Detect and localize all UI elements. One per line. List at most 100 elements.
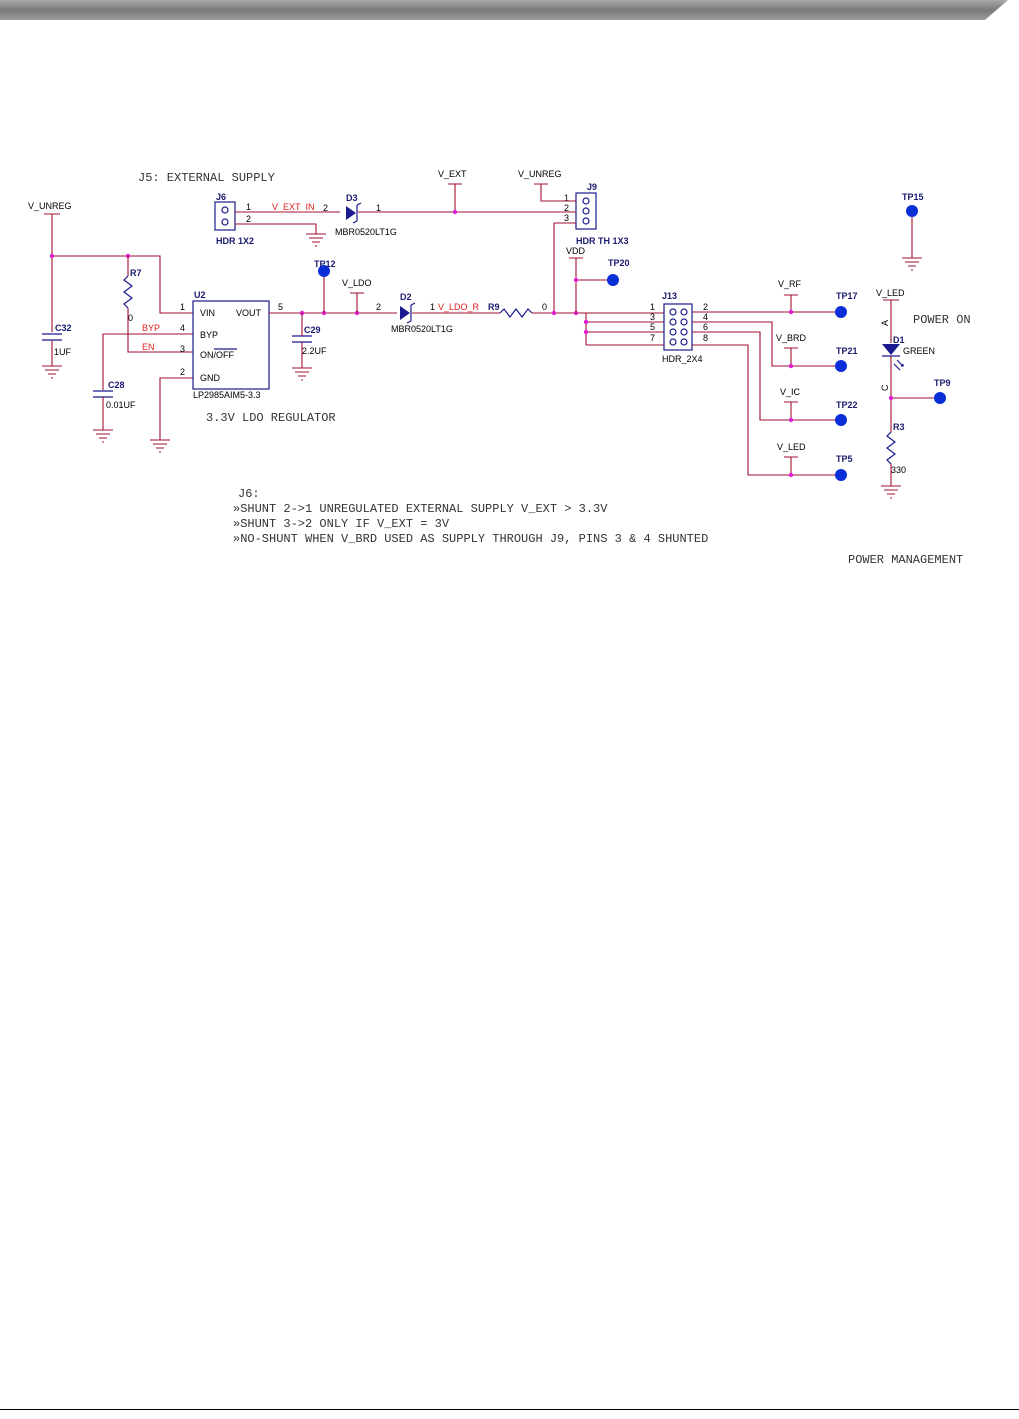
c29-ref: C29 <box>304 325 321 335</box>
tp12-test-point <box>318 265 330 277</box>
junction <box>49 253 55 259</box>
u2-pin1-num: 1 <box>180 302 185 312</box>
net-vdd: VDD <box>566 246 586 256</box>
net-v-rf: V_RF <box>778 279 802 289</box>
net-v-ext: V_EXT <box>438 169 467 179</box>
u2-pin-onoff: ON/OFF <box>200 350 234 360</box>
j9-header: J9 HDR TH 1X3 1 2 3 <box>564 182 629 246</box>
c28-capacitor: C28 0.01UF <box>93 380 136 410</box>
c32-ref: C32 <box>55 323 72 333</box>
net-v-ldo-r: V_LDO_R <box>438 302 480 312</box>
tp21-test-point <box>835 360 847 372</box>
d3-value: MBR0520LT1G <box>335 227 397 237</box>
net-v-unreg-left: V_UNREG <box>28 201 72 211</box>
j9-pin2: 2 <box>564 203 569 213</box>
u2-ref: U2 <box>194 290 206 300</box>
c32-value: 1UF <box>54 347 72 357</box>
tp5-test-point <box>835 469 847 481</box>
j13-pin3: 3 <box>650 312 655 322</box>
ground-symbol <box>306 233 326 247</box>
tp9-test-point <box>934 392 946 404</box>
junction <box>452 209 458 215</box>
footer-rule <box>0 1409 1019 1410</box>
tp17-test-point <box>835 306 847 318</box>
j13-ref: J13 <box>662 291 677 301</box>
u2-pin-vin: VIN <box>200 308 215 318</box>
r3-value: 330 <box>891 465 906 475</box>
tp12-ref: TP12 <box>314 259 336 269</box>
junction <box>788 417 794 423</box>
r7-resistor: R7 0 <box>123 268 142 323</box>
junction <box>573 277 579 283</box>
d3-pin1: 1 <box>376 203 381 213</box>
net-v-ldo: V_LDO <box>342 278 372 288</box>
j13-pin7: 7 <box>650 333 655 343</box>
d1-anode-label: A <box>880 320 890 326</box>
tp17-ref: TP17 <box>836 291 858 301</box>
note-power-on: POWER ON <box>913 313 971 327</box>
j6-pin2: 2 <box>246 214 251 224</box>
ground-symbol <box>881 485 901 499</box>
d2-pin1: 1 <box>430 302 435 312</box>
u2-pin-vout: VOUT <box>236 308 262 318</box>
c32-capacitor: C32 1UF <box>42 323 72 357</box>
junction <box>551 310 557 316</box>
tp22-ref: TP22 <box>836 400 858 410</box>
r9-value: 0 <box>542 302 547 312</box>
ground-symbol <box>292 367 312 381</box>
d1-led: D1 GREEN <box>882 335 935 371</box>
u2-pin-byp: BYP <box>200 330 218 340</box>
j13-value: HDR_2X4 <box>662 354 703 364</box>
junction <box>788 363 794 369</box>
j6-value: HDR 1X2 <box>216 236 254 246</box>
ground-symbol <box>150 439 170 453</box>
tp21-ref: TP21 <box>836 346 858 356</box>
tp20-ref: TP20 <box>608 258 630 268</box>
d1-cathode-label: C <box>880 384 890 391</box>
net-v-ic: V_IC <box>780 387 801 397</box>
tp20-test-point <box>607 274 619 286</box>
j9-value: HDR TH 1X3 <box>576 236 629 246</box>
u2-pin4-num: 4 <box>180 323 185 333</box>
j9-ref: J9 <box>587 182 597 192</box>
note-power-management: POWER MANAGEMENT <box>848 553 963 567</box>
r3-resistor: R3 330 <box>886 422 906 475</box>
u2-ldo-regulator: U2 LP2985AIM5-3.3 VIN VOUT BYP ON/OFF GN… <box>180 290 283 400</box>
d2-diode: D2 MBR0520LT1G 2 1 <box>376 292 453 334</box>
tp22-test-point <box>835 414 847 426</box>
ground-symbol <box>42 365 62 379</box>
r3-ref: R3 <box>893 422 905 432</box>
net-en: EN <box>142 342 155 352</box>
j13-header: J13 HDR_2X4 1 3 5 7 2 4 6 8 <box>650 291 708 364</box>
j9-pin3: 3 <box>564 213 569 223</box>
d1-value: GREEN <box>903 346 935 356</box>
u2-pin5-num: 5 <box>278 302 283 312</box>
net-v-unreg-top: V_UNREG <box>518 169 562 179</box>
d2-value: MBR0520LT1G <box>391 324 453 334</box>
junction <box>888 395 894 401</box>
d1-ref: D1 <box>893 335 905 345</box>
net-v-led-out: V_LED <box>777 442 806 452</box>
junction <box>583 319 589 325</box>
u2-pin3-num: 3 <box>180 344 185 354</box>
d3-diode: D3 MBR0520LT1G 2 1 <box>323 193 397 237</box>
c29-capacitor: C29 2.2UF <box>292 325 327 356</box>
note-j6-line2: »SHUNT 3->2 ONLY IF V_EXT = 3V <box>233 517 450 531</box>
j13-pin8: 8 <box>703 333 708 343</box>
note-j6-line1: »SHUNT 2->1 UNREGULATED EXTERNAL SUPPLY … <box>233 502 608 516</box>
note-j6-head: J6: <box>238 487 260 501</box>
j6-ref: J6 <box>216 192 226 202</box>
junction <box>788 309 794 315</box>
tp9-ref: TP9 <box>934 378 951 388</box>
net-byp: BYP <box>142 323 160 333</box>
u2-pin-gnd: GND <box>200 373 221 383</box>
net-v-led-top: V_LED <box>876 288 905 298</box>
note-ldo-title: 3.3V LDO REGULATOR <box>206 411 336 425</box>
d2-pin2: 2 <box>376 302 381 312</box>
d3-pin2: 2 <box>323 203 328 213</box>
j6-pin1: 1 <box>246 202 251 212</box>
j6-header: J6 HDR 1X2 1 2 <box>214 192 254 246</box>
j13-pin6: 6 <box>703 322 708 332</box>
j13-pin1: 1 <box>650 302 655 312</box>
j13-pin4: 4 <box>703 312 708 322</box>
